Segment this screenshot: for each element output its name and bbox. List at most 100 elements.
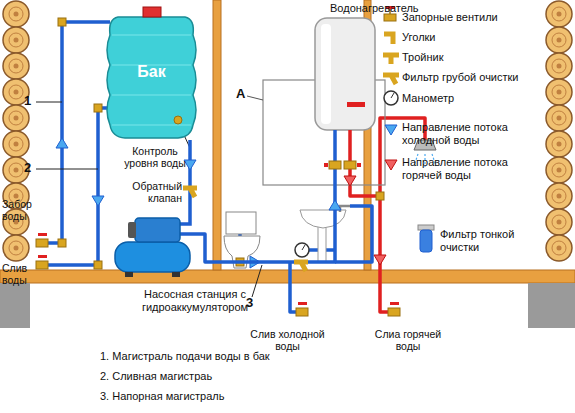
- log-wall: [546, 131, 572, 157]
- pump-foot: [172, 272, 180, 277]
- coarse-filter: [294, 262, 308, 271]
- stop-valve: [324, 161, 361, 169]
- heater-highlight: [321, 24, 331, 124]
- sink: [300, 210, 346, 228]
- floor: [0, 270, 575, 328]
- callout-number: 1: [24, 94, 31, 109]
- hot-pipe: [350, 118, 425, 312]
- stop-valve: [38, 233, 47, 236]
- leader-line: [252, 265, 262, 297]
- legend-icon: [385, 160, 397, 170]
- part-label: Обратный клапан: [120, 180, 182, 204]
- toilet: [226, 212, 256, 234]
- legend-icon: [384, 14, 396, 21]
- tank-rib: [112, 34, 191, 35]
- floor: [528, 283, 575, 328]
- stop-valve: [36, 233, 400, 316]
- check-valve: [183, 188, 197, 197]
- flow-arrow-hot: [344, 176, 356, 186]
- flow-arrow-cold: [56, 138, 341, 268]
- part-label: Слив холодной воды: [245, 328, 330, 352]
- log-wall: [546, 27, 572, 53]
- callout-number: 2: [24, 161, 31, 176]
- pump-motor: [135, 218, 180, 242]
- legend-icon: [420, 230, 432, 252]
- check-valve: [183, 188, 197, 197]
- coarse-filter: [294, 262, 308, 271]
- log-wall: [3, 1, 572, 261]
- pump-foot: [125, 272, 133, 277]
- stop-valve: [36, 261, 48, 269]
- log-wall: [3, 105, 29, 131]
- legend-icon: [384, 91, 398, 105]
- floor: [0, 270, 575, 283]
- stop-valve: [357, 163, 361, 167]
- stop-valve: [329, 161, 341, 169]
- tank-rib: [112, 94, 191, 95]
- heater-inlet: [333, 130, 337, 134]
- level-float: [174, 116, 182, 124]
- flow-arrow-cold: [56, 138, 68, 148]
- pump-outlet: [180, 234, 280, 262]
- legend-icon: [385, 125, 397, 135]
- callout-letter: A: [236, 87, 245, 102]
- legend-icon: [384, 34, 393, 44]
- part-label: Контроль уровня воды: [118, 145, 192, 169]
- list-note: 2. Сливная магистраь: [100, 370, 212, 383]
- manometer: [302, 245, 305, 250]
- flow-arrow-hot: [374, 255, 386, 265]
- node-label: Насосная станция с гидроаккумулятором: [110, 288, 280, 313]
- legend-text: Фильтр тонкой очистки: [440, 228, 530, 253]
- part-label: Слив воды: [2, 262, 42, 286]
- water-tank: Бак: [103, 5, 200, 140]
- tank-rib: [112, 124, 191, 125]
- sink: [318, 226, 326, 262]
- heater-body: [315, 18, 375, 130]
- legend-entry: Направление потока холодной воды: [402, 121, 527, 146]
- sink: [340, 206, 350, 212]
- log-wall: [546, 1, 572, 27]
- stop-valve: [344, 161, 356, 169]
- log-wall: [546, 209, 572, 235]
- legend-entry: Направление потока горячей воды: [402, 156, 527, 181]
- legend-entry: Запорные вентили: [402, 11, 498, 24]
- legend-icon: [391, 93, 394, 98]
- manometer: [295, 243, 309, 257]
- pipe-connector: [188, 140, 192, 210]
- toilet: [224, 212, 260, 268]
- cold-pipe: [36, 108, 110, 265]
- heater-badge: [347, 102, 365, 107]
- flow-arrow-cold: [184, 160, 196, 170]
- legend-text: Направление потока холодной воды: [402, 121, 527, 146]
- legend-text: Уголки: [402, 31, 436, 44]
- legend-text: Запорные вентили: [402, 11, 498, 24]
- legend-entry: Уголки: [402, 31, 436, 44]
- elbow-fitting: [58, 18, 384, 269]
- log-wall: [3, 27, 29, 53]
- stop-valve: [298, 302, 307, 305]
- manometer: [295, 243, 309, 257]
- log-wall: [3, 131, 29, 157]
- elbow-fitting: [58, 239, 66, 247]
- log-wall: [546, 79, 572, 105]
- elbow-fitting: [94, 261, 102, 269]
- stop-valve: [296, 308, 308, 316]
- detail-frame: [247, 96, 263, 100]
- floor: [0, 283, 30, 328]
- legend-entry: Фильтр грубой очистки: [402, 71, 519, 84]
- legend-entry: Тройник: [402, 51, 444, 64]
- log-wall: [546, 53, 572, 79]
- tank-lid: [143, 7, 161, 17]
- list-note: 1. Магистраль подачи воды в бак: [100, 350, 270, 363]
- cold-pipe: [36, 22, 372, 312]
- leader-line: [36, 102, 62, 103]
- legend-icon: [383, 75, 399, 84]
- accumulator-tank: [115, 242, 190, 272]
- log-wall: [3, 1, 29, 27]
- stop-valve: [36, 239, 48, 247]
- legend-text: Тройник: [402, 51, 444, 64]
- node-label: Бак: [103, 63, 200, 81]
- elbow-fitting: [376, 192, 384, 200]
- pump-station: Насосная станция с гидроаккумулятором: [110, 210, 280, 328]
